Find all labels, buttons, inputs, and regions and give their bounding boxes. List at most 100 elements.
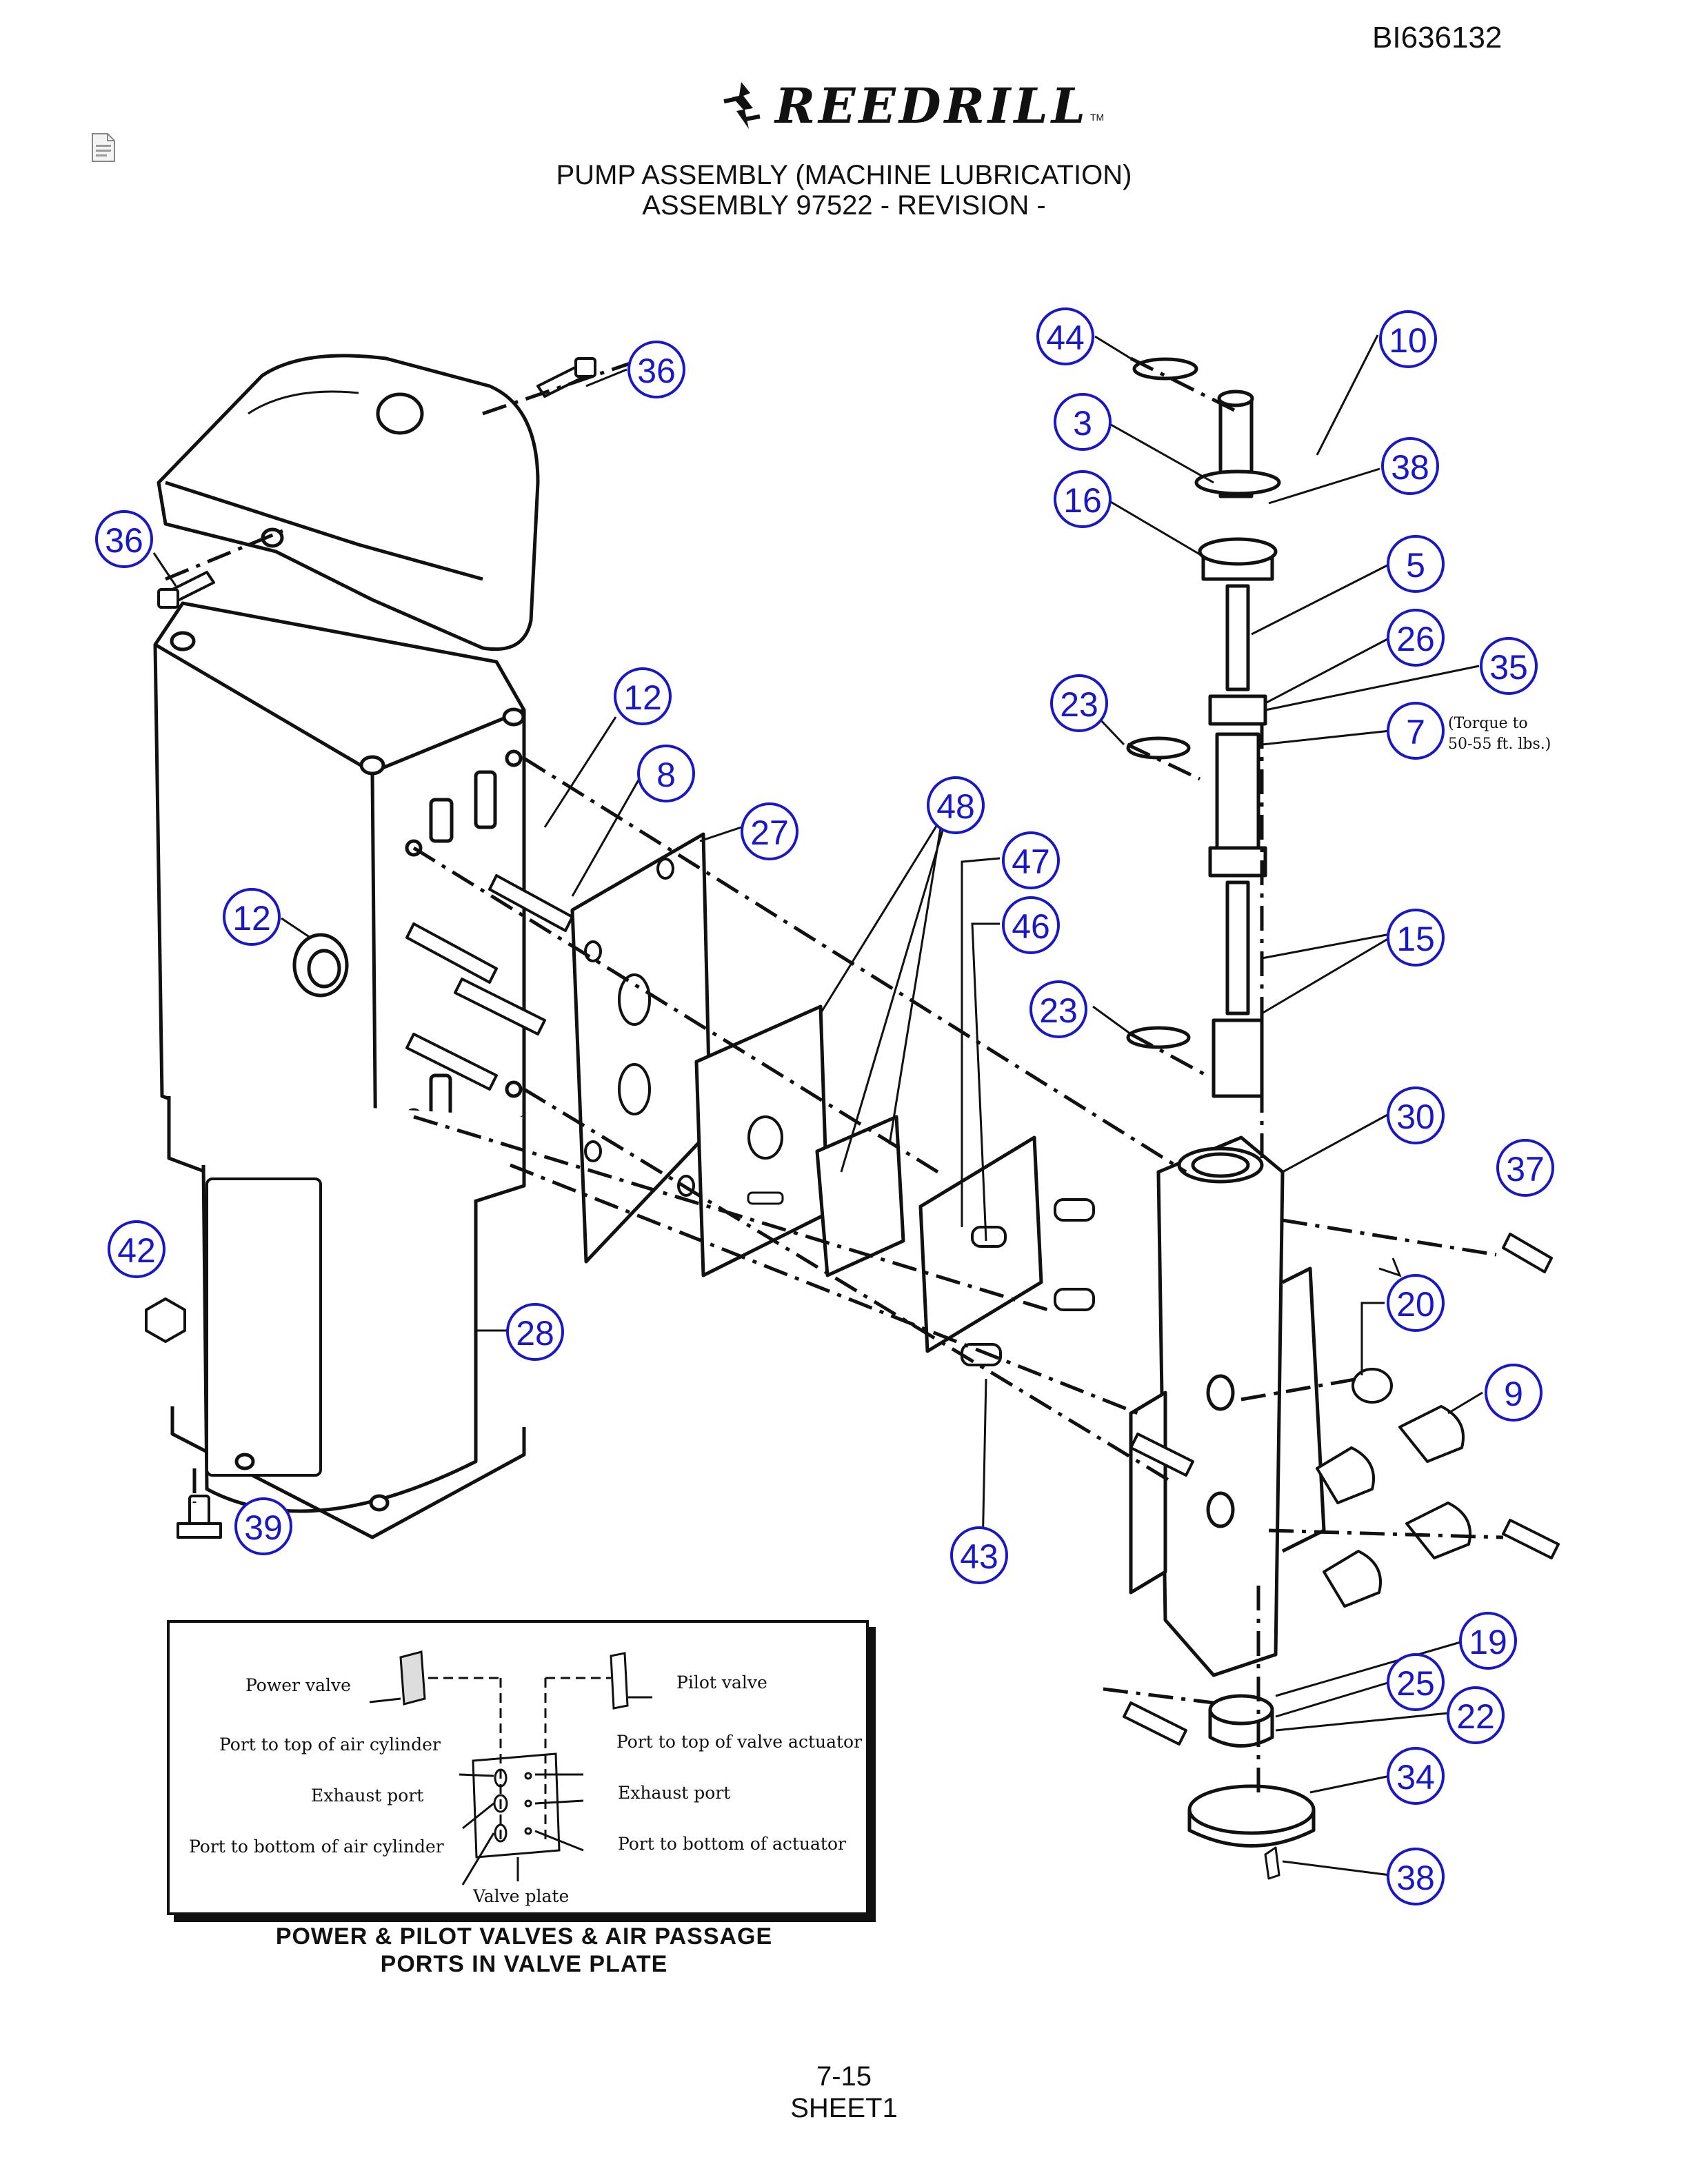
drawing-subtitle: ASSEMBLY 97522 - REVISION -: [642, 190, 1046, 221]
callout-3: 3: [1054, 393, 1112, 451]
callout-5: 5: [1387, 535, 1445, 593]
brand-wordmark: REEDRILL: [775, 77, 1089, 134]
callout-27: 27: [741, 802, 798, 860]
callout-48: 48: [927, 776, 985, 834]
callout-46: 46: [1002, 896, 1060, 954]
svg-text:38: 38: [1391, 448, 1429, 487]
svg-text:15: 15: [1396, 920, 1435, 958]
svg-text:42: 42: [117, 1231, 156, 1270]
mounting-studs: [405, 874, 574, 1091]
svg-text:39: 39: [244, 1508, 283, 1547]
label-port-top-air-cylinder: Port to top of air cylinder: [219, 1735, 441, 1755]
callout-23-top: 23: [1050, 674, 1108, 732]
callout-34: 34: [1387, 1747, 1445, 1805]
svg-text:8: 8: [656, 756, 676, 794]
svg-text:23: 23: [1060, 685, 1098, 724]
svg-text:19: 19: [1469, 1623, 1507, 1661]
svg-text:5: 5: [1406, 546, 1425, 585]
svg-text:44: 44: [1046, 318, 1085, 357]
pump-body: [1129, 1135, 1326, 1677]
label-pilot-valve: Pilot valve: [676, 1672, 767, 1692]
svg-text:47: 47: [1012, 842, 1050, 881]
inset-caption-line1: POWER & PILOT VALVES & AIR PASSAGE: [275, 1923, 773, 1950]
trademark-mark: TM: [1089, 112, 1105, 123]
callout-9: 9: [1485, 1364, 1543, 1422]
svg-text:12: 12: [232, 899, 271, 938]
svg-text:38: 38: [1396, 1859, 1435, 1897]
drawing-title: PUMP ASSEMBLY (MACHINE LUBRICATION): [556, 160, 1132, 190]
callout-38-top: 38: [1381, 437, 1439, 495]
svg-text:28: 28: [516, 1314, 554, 1353]
svg-text:48: 48: [936, 787, 975, 826]
label-port-top-valve-actuator: Port to top of valve actuator: [616, 1732, 863, 1752]
svg-text:36: 36: [105, 521, 143, 560]
label-valve-plate: Valve plate: [473, 1886, 570, 1906]
svg-text:35: 35: [1489, 648, 1528, 687]
svg-text:16: 16: [1063, 481, 1102, 520]
svg-text:46: 46: [1012, 907, 1050, 946]
callout-36-left: 36: [95, 510, 153, 568]
svg-text:37: 37: [1506, 1150, 1545, 1189]
gasket-plate: [570, 832, 712, 1264]
callout-12-left: 12: [223, 888, 281, 946]
spring-assemblies: [961, 1198, 1095, 1366]
callout-28: 28: [506, 1303, 564, 1361]
label-exhaust-port-left: Exhaust port: [311, 1786, 424, 1806]
svg-text:7: 7: [1406, 713, 1425, 751]
svg-text:12: 12: [623, 678, 662, 717]
callout-20: 20: [1387, 1274, 1445, 1332]
label-exhaust-port-right: Exhaust port: [618, 1783, 731, 1803]
svg-text:25: 25: [1396, 1664, 1435, 1703]
label-port-bottom-air-cylinder: Port to bottom of air cylinder: [189, 1837, 444, 1857]
pump-rod-assembly: [1126, 357, 1281, 1098]
svg-text:34: 34: [1396, 1758, 1435, 1797]
callout-44: 44: [1036, 307, 1094, 365]
callout-12-right: 12: [614, 667, 672, 725]
valve-plate-part: [694, 1004, 830, 1277]
callout-15: 15: [1387, 909, 1445, 967]
torque-note-line1: (Torque to: [1448, 715, 1528, 732]
torque-note-line2: 50-55 ft. lbs.): [1448, 736, 1551, 753]
callout-16: 16: [1054, 470, 1112, 528]
pump-fittings: [1123, 1233, 1560, 1746]
callout-35: 35: [1480, 637, 1538, 695]
callout-8: 8: [637, 745, 695, 802]
document-number: BI636132: [1372, 21, 1503, 54]
callout-19: 19: [1459, 1612, 1517, 1670]
sheet-label: SHEET1: [790, 2093, 898, 2123]
callout-42: 42: [108, 1220, 165, 1278]
callout-39: 39: [234, 1497, 292, 1555]
svg-text:43: 43: [960, 1537, 998, 1576]
callout-22: 22: [1447, 1686, 1505, 1744]
page-number: 7-15: [816, 2061, 872, 2092]
svg-text:23: 23: [1039, 991, 1078, 1030]
svg-text:27: 27: [750, 813, 789, 852]
callout-47: 47: [1002, 831, 1060, 889]
svg-text:10: 10: [1389, 321, 1427, 360]
reedrill-bit-icon: [723, 82, 761, 129]
svg-text:22: 22: [1456, 1697, 1495, 1736]
air-motor-body: [153, 601, 526, 1174]
callout-36-top: 36: [627, 341, 685, 398]
callout-37: 37: [1496, 1139, 1554, 1197]
callout-30: 30: [1387, 1086, 1445, 1144]
torque-note: (Torque to 50-55 ft. lbs.): [1448, 714, 1551, 755]
callout-26: 26: [1387, 609, 1445, 667]
bottom-parts: [1187, 1694, 1316, 1880]
valve-ports-inset: Power valve Pilot valve Port to top of a…: [167, 1620, 869, 1915]
callout-23-bottom: 23: [1029, 980, 1087, 1038]
document-icon[interactable]: [91, 132, 116, 163]
valve-ports-sketch: [369, 1650, 652, 1885]
svg-text:3: 3: [1073, 404, 1092, 443]
svg-text:26: 26: [1396, 620, 1435, 658]
label-power-valve: Power valve: [245, 1675, 351, 1695]
callout-7: 7: [1387, 702, 1445, 760]
callout-38-bottom: 38: [1387, 1848, 1445, 1905]
svg-text:9: 9: [1504, 1375, 1523, 1413]
air-cylinder: [170, 1164, 526, 1539]
callout-10: 10: [1379, 310, 1437, 368]
cap-screws: [145, 357, 596, 1539]
svg-text:36: 36: [637, 352, 676, 390]
callout-43: 43: [950, 1526, 1008, 1584]
